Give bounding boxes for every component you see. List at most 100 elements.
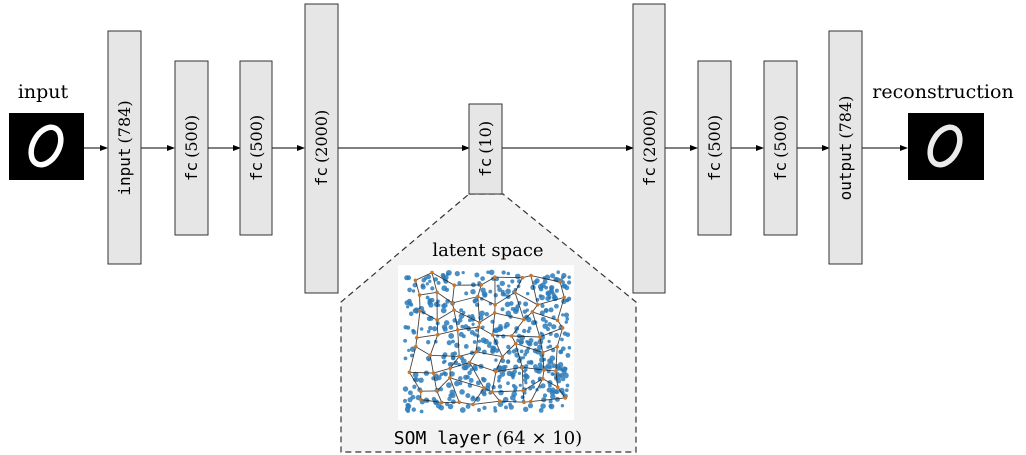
latent-point xyxy=(500,358,506,364)
layer-7-box xyxy=(697,60,732,236)
som-edge xyxy=(515,343,543,354)
latent-point xyxy=(494,358,498,362)
latent-point xyxy=(443,320,450,326)
latent-point xyxy=(447,403,454,410)
som-node xyxy=(493,275,497,280)
som-node xyxy=(521,388,525,393)
som-node xyxy=(500,354,505,359)
som-edge xyxy=(530,397,566,403)
layer-9-label: output (784) xyxy=(836,96,855,201)
som-edge xyxy=(433,367,451,374)
latent-point xyxy=(525,308,529,312)
som-edge xyxy=(415,272,433,281)
som-node xyxy=(562,295,566,300)
latent-point xyxy=(532,364,538,370)
latent-point xyxy=(504,301,511,308)
latent-point xyxy=(507,284,511,288)
layer-boxes xyxy=(107,3,863,294)
som-node xyxy=(477,320,482,325)
som-node xyxy=(528,399,533,404)
latent-point xyxy=(406,305,410,309)
latent-point xyxy=(447,396,452,402)
latent-point xyxy=(497,374,502,380)
som-edge xyxy=(492,312,496,336)
som-edge xyxy=(453,309,459,330)
latent-point xyxy=(540,316,546,322)
som-edge xyxy=(511,319,525,337)
som-edge xyxy=(530,275,561,283)
latent-point xyxy=(499,280,505,287)
som-edge xyxy=(495,366,523,372)
som-edge xyxy=(495,356,503,372)
latent-point xyxy=(522,369,527,373)
latent-point xyxy=(441,285,448,292)
som-edge xyxy=(408,346,417,373)
som-edge xyxy=(450,362,470,369)
latent-point xyxy=(475,380,481,386)
latent-point xyxy=(496,284,500,288)
latent-point xyxy=(446,382,452,388)
latent-point xyxy=(506,349,512,355)
latent-point xyxy=(509,394,516,401)
som-node xyxy=(490,333,495,337)
latent-point xyxy=(565,352,571,358)
som-edge xyxy=(436,291,453,304)
latent-point xyxy=(427,329,431,334)
som-edge xyxy=(522,378,543,392)
latent-point xyxy=(505,310,512,317)
latent-point xyxy=(441,303,446,309)
som-edge xyxy=(523,311,533,320)
latent-point xyxy=(448,324,454,330)
latent-point xyxy=(560,346,566,352)
latent-point xyxy=(475,396,481,402)
latent-point xyxy=(428,279,432,283)
latent-point xyxy=(488,289,493,294)
som-node xyxy=(479,283,484,287)
som-edge xyxy=(419,310,438,321)
som-node xyxy=(417,293,422,297)
latent-point xyxy=(550,393,556,400)
som-node xyxy=(522,400,526,405)
latent-point xyxy=(543,308,549,313)
som-edge xyxy=(557,386,566,399)
som-edge xyxy=(420,399,442,404)
som-edge xyxy=(457,326,479,331)
latent-point xyxy=(488,269,495,276)
input-digit-stroke xyxy=(28,124,64,168)
latent-point xyxy=(425,282,429,286)
latent-point xyxy=(446,340,452,346)
latent-point xyxy=(477,408,481,412)
som-edge xyxy=(477,284,482,297)
som-edge xyxy=(530,275,539,305)
latent-point xyxy=(440,307,447,314)
latent-point xyxy=(506,271,511,276)
latent-point xyxy=(457,318,463,323)
som-edge xyxy=(522,390,525,403)
latent-point xyxy=(554,389,560,395)
som-edge xyxy=(436,390,443,403)
latent-point xyxy=(490,345,496,351)
latent-point xyxy=(465,393,471,399)
latent-point xyxy=(548,399,553,404)
latent-point xyxy=(524,364,529,369)
latent-point xyxy=(527,403,534,409)
som-node xyxy=(414,344,418,349)
latent-point xyxy=(442,326,448,332)
som-node xyxy=(494,369,498,374)
latent-point xyxy=(540,403,546,409)
som-node xyxy=(474,350,479,354)
latent-point xyxy=(567,275,571,279)
latent-point xyxy=(549,360,554,365)
som-edge xyxy=(472,387,485,405)
som-node xyxy=(493,303,497,307)
latent-point xyxy=(540,282,546,289)
latent-point xyxy=(523,301,529,307)
som-node xyxy=(428,353,433,358)
layer-1-label: input (784) xyxy=(115,100,134,195)
latent-point xyxy=(434,373,439,378)
som-node xyxy=(413,278,418,283)
latent-point xyxy=(458,331,464,337)
latent-point xyxy=(481,291,488,297)
latent-point xyxy=(493,406,497,410)
latent-point xyxy=(435,403,442,409)
